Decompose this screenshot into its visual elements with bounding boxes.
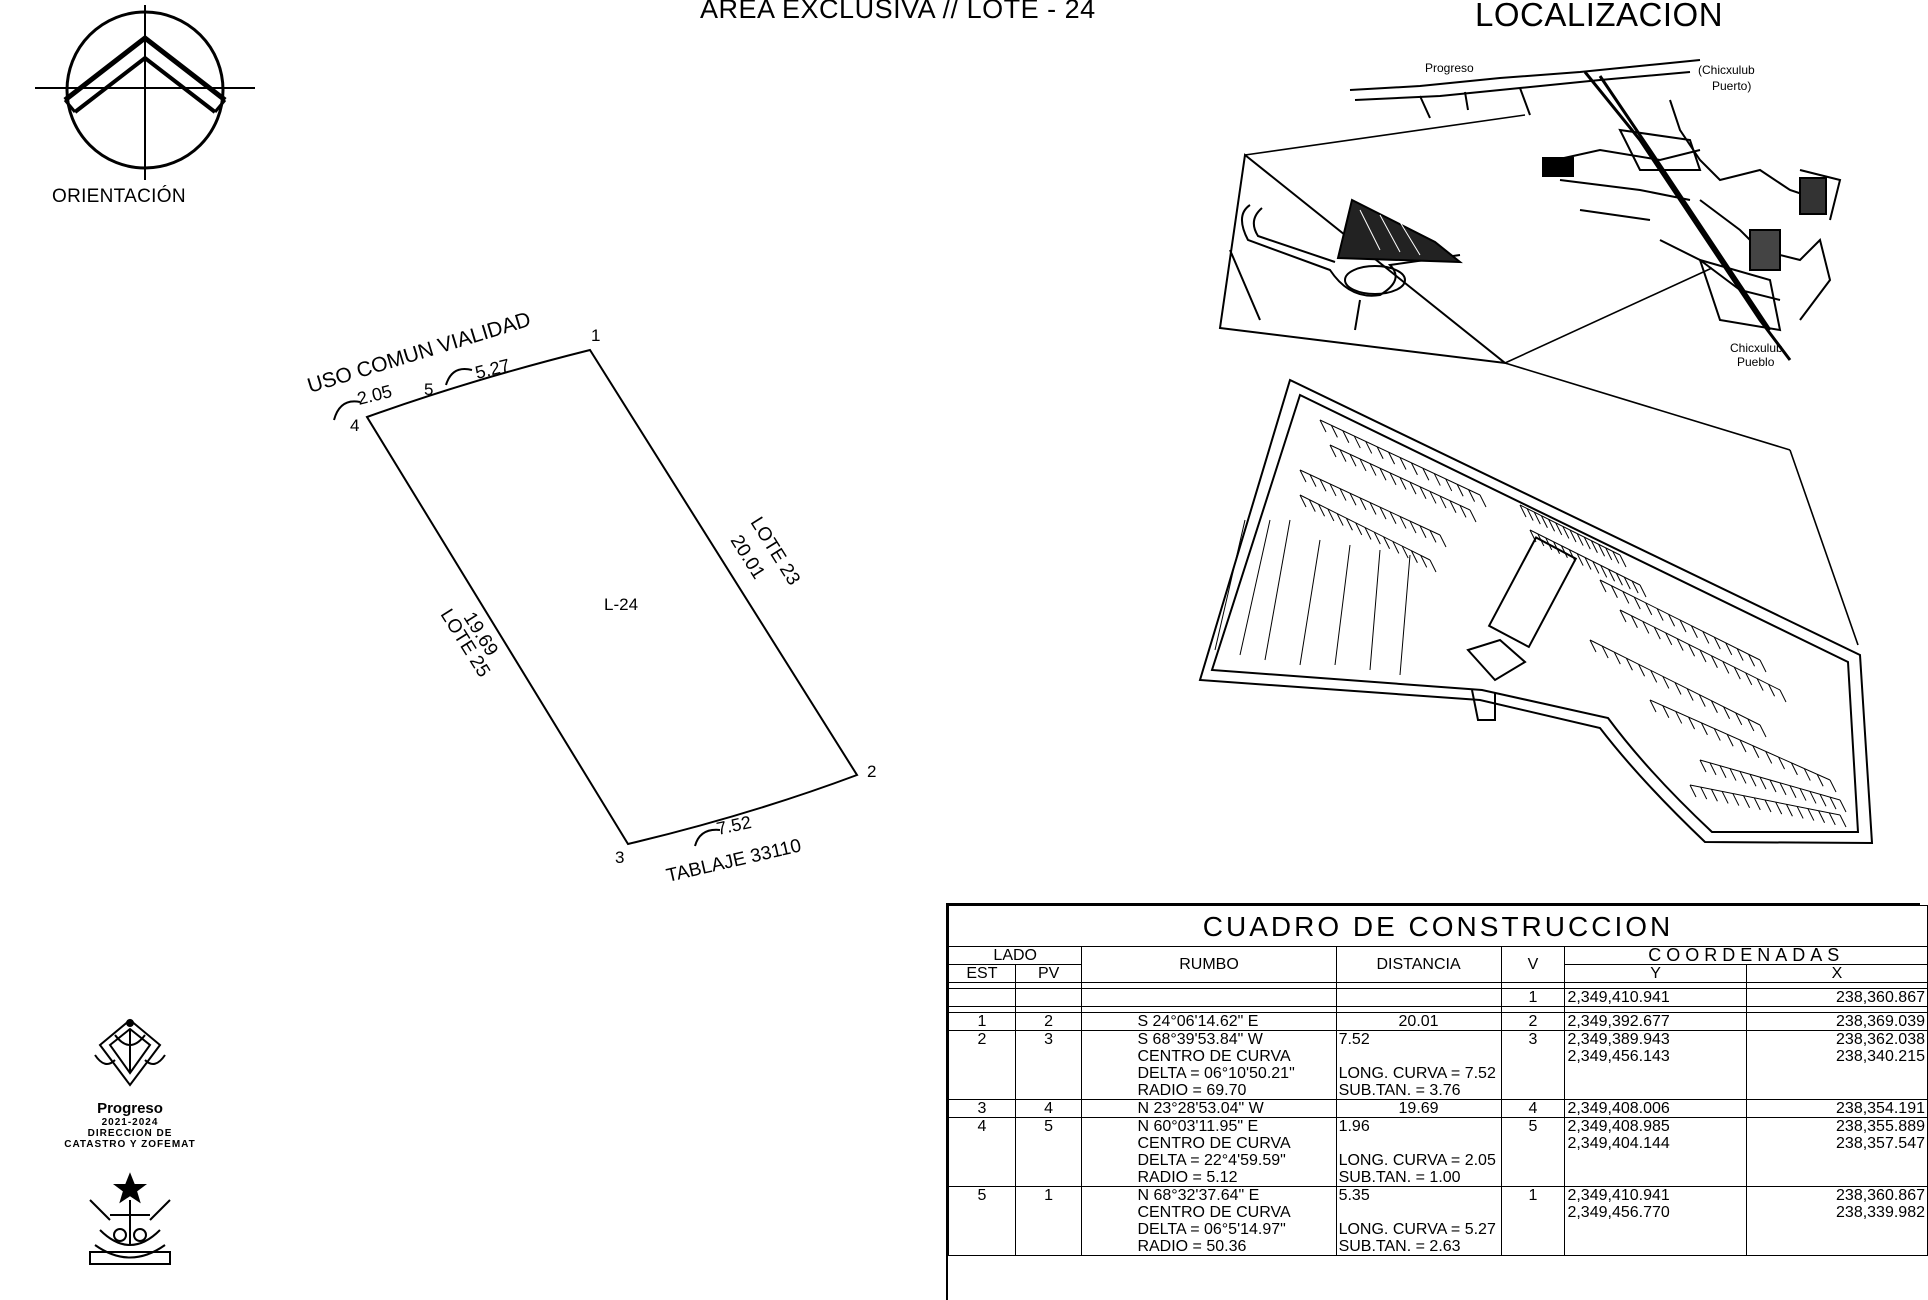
place-chicxulub-puerto-2: Puerto) <box>1712 79 1751 93</box>
logo-dept-2: CATASTRO Y ZOFEMAT <box>64 1139 196 1150</box>
logo-dept-1: DIRECCION DE <box>87 1128 173 1139</box>
road-label: USO COMUN VIALIDAD <box>305 308 534 398</box>
point-5-label: 5 <box>424 380 433 399</box>
bottom-neighbor-label: TABLAJE 33110 <box>664 835 803 886</box>
bottom-arc-label: 7.52 <box>715 812 753 839</box>
header-coordenadas: COORDENADAS <box>1564 946 1928 965</box>
catastro-logo <box>15 1170 245 1275</box>
table-row: 4 5 N 60°03'11.95" E CENTRO DE CURVA DEL… <box>948 1117 1928 1187</box>
header-lado: LADO <box>947 946 1083 965</box>
logo-name: Progreso <box>97 1100 163 1117</box>
page-title: AREA EXCLUSIVA // LOTE - 24 <box>700 0 1096 24</box>
table-row: 2 3 S 68°39'53.84" W CENTRO DE CURVA DEL… <box>948 1030 1928 1100</box>
table-row: 3 4 N 23°28'53.04" W 19.69 4 2,349,408.0… <box>948 1099 1928 1118</box>
header-x: X <box>1745 964 1928 983</box>
logo-years: 2021-2024 <box>101 1117 159 1128</box>
table-row: 1 2,349,410.941 238,360.867 <box>948 988 1928 1007</box>
lot-label: L-24 <box>604 595 638 614</box>
place-chicxulub-puerto-1: (Chicxulub <box>1698 63 1755 77</box>
table-row: 1 2 S 24°06'14.62" E 20.01 2 2,349,392.6… <box>948 1012 1928 1031</box>
header-rumbo: RUMBO <box>1081 946 1337 983</box>
lot-polygon <box>333 348 859 847</box>
subdivision-map <box>1198 378 1874 845</box>
header-v: V <box>1500 946 1566 983</box>
vertex-2-label: 2 <box>867 762 876 781</box>
place-chicxulub-pueblo-1: Chicxulub <box>1730 341 1783 355</box>
place-progreso: Progreso <box>1425 61 1474 75</box>
area-inset-map <box>1218 153 1509 365</box>
location-title: LOCALIZACION <box>1475 0 1724 33</box>
zoom-leader-lines <box>1244 114 1859 646</box>
place-chicxulub-pueblo-2: Pueblo <box>1737 355 1775 369</box>
header-y: Y <box>1564 964 1747 983</box>
header-est: EST <box>948 964 1016 983</box>
anchor-emblem-icon <box>89 1172 171 1265</box>
arc-label-left: 2.05 <box>355 381 394 409</box>
table-caption: CUADRO DE CONSTRUCCION <box>948 905 1928 947</box>
municipal-logo: Progreso 2021-2024 DIRECCION DE CATASTRO… <box>15 1015 245 1150</box>
vertex-3-label: 3 <box>615 848 624 867</box>
north-arrow-icon <box>35 5 255 180</box>
arc-label-right: 5.27 <box>473 355 512 383</box>
vertex-4-label: 4 <box>350 416 359 435</box>
vertex-1-label: 1 <box>591 326 600 345</box>
regional-map <box>1349 59 1842 361</box>
coat-of-arms-icon <box>94 1018 166 1087</box>
construction-table: CUADRO DE CONSTRUCCION LADO RUMBO DISTAN… <box>946 903 1928 1300</box>
header-distancia: DISTANCIA <box>1335 946 1502 983</box>
orientation-label: ORIENTACIÓN <box>52 186 186 207</box>
header-pv: PV <box>1014 964 1083 983</box>
table-row: 5 1 N 68°32'37.64" E CENTRO DE CURVA DEL… <box>948 1186 1928 1256</box>
